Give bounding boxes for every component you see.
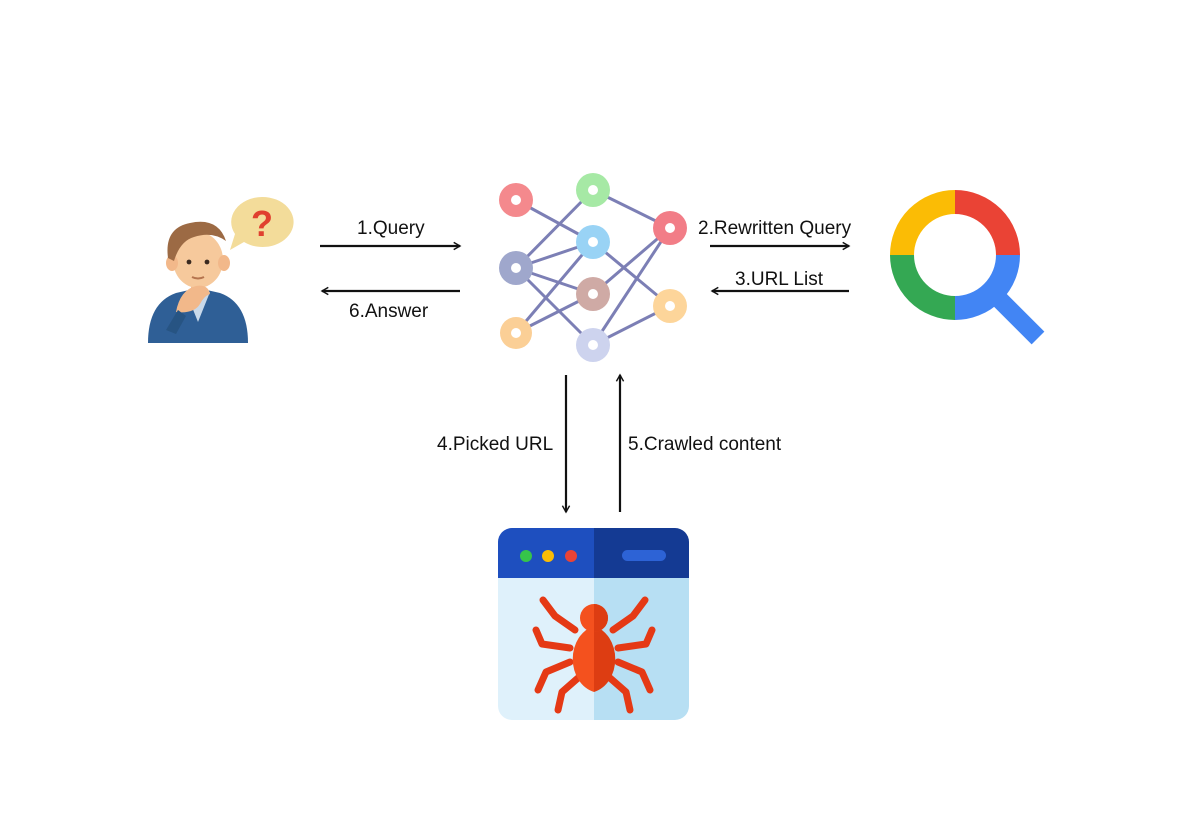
svg-text:?: ?: [251, 203, 273, 244]
edge-label-answer: 6.Answer: [349, 301, 429, 322]
search-engine-magnifier-icon: [890, 190, 1045, 345]
edge-label-query: 1.Query: [357, 218, 425, 239]
web-crawler-spider-icon: [498, 528, 689, 720]
neural-network-icon: [499, 173, 687, 362]
edge-label-crawled-content: 5.Crawled content: [628, 434, 782, 455]
edge-label-url-list: 3.URL List: [735, 269, 823, 290]
edge-label-rewritten-query: 2.Rewritten Query: [698, 218, 852, 239]
edge-label-picked-url: 4.Picked URL: [437, 434, 554, 455]
thinking-user-icon: ?: [148, 196, 294, 343]
